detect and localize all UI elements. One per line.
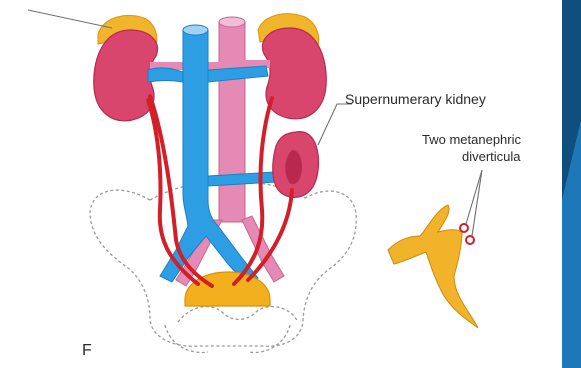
supernumerary-kidney-label: Supernumerary kidney xyxy=(345,91,486,107)
leader-lines xyxy=(28,10,482,236)
supernumerary-kidney xyxy=(273,132,319,198)
metanephric-diverticula-illustration xyxy=(388,205,478,328)
panel-letter: F xyxy=(82,342,92,359)
diverticulum-lower xyxy=(466,236,474,244)
diverticulum-upper xyxy=(460,224,468,232)
metanephric-diverticula-label-line1: Two metanephric xyxy=(422,132,521,147)
metanephric-diverticula-label-line2: diverticula xyxy=(462,149,521,164)
